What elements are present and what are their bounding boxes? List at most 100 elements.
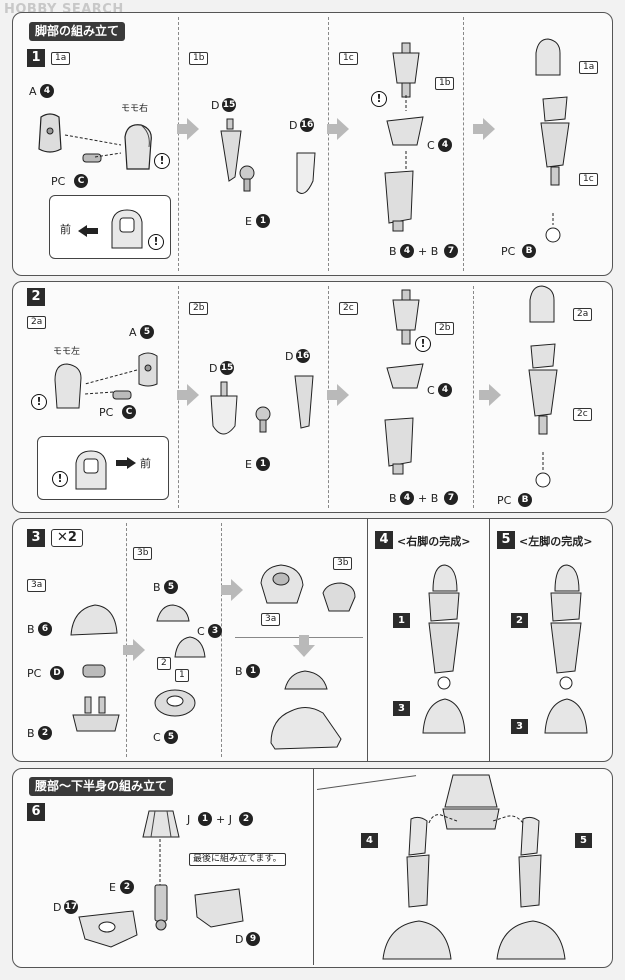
part-label-D16: D [289,119,298,132]
label-front: 前 [60,223,71,236]
hip-part-D17-illustration [78,910,138,948]
ref-D17: 17 [64,900,78,914]
thigh-part-illustration [54,363,82,409]
part-label-D15: D [209,362,218,375]
flow-arrow [221,579,243,601]
part-label-E2: E [109,881,116,894]
label-front: 前 [140,457,151,470]
divider [316,775,417,790]
tag-1b-callout: 1b [435,77,455,90]
plus-label: + J [216,813,232,826]
arrow-right-icon [127,457,136,469]
divider [328,17,329,271]
upper-leg-assembly-illustration [392,289,420,345]
ref-C4: 4 [438,138,452,152]
polycap-D-illustration [82,664,106,678]
caution-icon: ! [31,394,47,410]
armor-part-A4-illustration [38,113,62,153]
ref-J2: 2 [239,812,253,826]
assembly-dashed-line [405,95,407,169]
part-label-B4-B7: B [389,245,397,258]
tag-2b: 2b [189,302,209,315]
tag-2b-callout: 2b [435,322,455,335]
ref-A5: 5 [140,325,154,339]
thigh-front-view [75,450,107,490]
part-label-J1: J [187,813,191,826]
part-label-C3: C [197,625,205,638]
flow-arrow [473,118,495,140]
part-label-E1: E [245,458,252,471]
ref-E1: 1 [256,457,270,471]
ref-A4: 4 [40,84,54,98]
title-left-leg-complete: <左脚の完成> [519,535,593,548]
right-leg-complete-illustration [422,564,466,734]
ankle-base-C5-illustration [154,689,196,717]
ref-B2: 2 [38,726,52,740]
step-number-3: 3 [27,529,45,547]
upper-leg-assembly-illustration [392,42,420,98]
ref-PC-C: C [122,405,136,419]
assembly-dashed-arrows [64,134,122,158]
part-label-B6: B [27,623,35,636]
divider [126,523,127,757]
assembled-leg-illustration [540,96,570,186]
part-label-PC-D: PC [27,667,42,680]
ref-B1: 1 [246,664,260,678]
divider [221,523,222,757]
panel-leg-assembly-left: 2 2a 2b 2c モモ左 ! A 5 PC C ! 前 D 15 [12,281,613,513]
leg-part-D16-illustration [294,375,314,429]
ref-C3: 3 [208,624,222,638]
foot-final-illustration [270,707,342,750]
waist-assembled-illustration [442,774,500,830]
tag-3a-callout: 3a [261,613,281,626]
ref-B4: 4 [400,244,414,258]
ref-B7: 7 [444,491,458,505]
ref-D16: 16 [296,349,310,363]
leg-part-D15-illustration [220,118,242,182]
ankle-cover-B5-illustration [156,604,190,622]
part-label-A: A [29,85,37,98]
tag-2a: 2a [27,316,47,329]
tag-1a: 1a [51,52,71,65]
part-label-B1: B [235,665,243,678]
step-number-2: 2 [27,288,45,306]
ref-PC-C: C [74,174,88,188]
step-number-1: 1 [27,49,45,67]
part-label-C5: C [153,731,161,744]
flow-arrow [123,639,145,661]
front-view-inset: ! 前 [37,436,169,500]
part-label-PC-B: PC [497,494,512,507]
caution-icon: ! [52,471,68,487]
part-label-B4-B7: B [389,492,397,505]
flow-arrow [327,118,349,140]
arrow-left-icon [78,225,87,237]
quantity-x2-badge: ✕2 [51,529,83,547]
caution-icon: ! [148,234,164,250]
label-thigh-right: モモ右 [121,104,149,114]
part-label-D9: D [235,933,244,946]
ref-B4: 4 [400,491,414,505]
ref-PC-B: B [518,493,532,507]
armor-part-A5-illustration [138,352,158,387]
joint-part-E1-illustration [255,406,271,433]
left-leg-complete-illustration [544,564,588,734]
polycap-C-illustration [112,390,132,400]
flow-arrow [177,118,199,140]
lower-leg-B4-B7-illustration [384,170,414,232]
leg-part-D16-illustration [296,152,316,194]
flow-arrow [327,384,349,406]
part-label-A: A [129,326,137,339]
foot-base-B2-illustration [72,696,120,732]
reference-chip-4: 4 [361,833,378,848]
part-label-B5: B [153,581,161,594]
caution-icon: ! [415,336,431,352]
divider [367,519,368,761]
part-label-PC: PC [99,406,114,419]
arrow-right-icon-shaft [116,460,128,466]
polycap-B-illustration [535,452,551,488]
right-leg-attach-illustration [382,814,458,960]
part-label-B2: B [27,727,35,740]
tag-2c-callout: 2c [573,408,592,421]
arrow-left-icon-shaft [86,228,98,234]
knee-part-C4-illustration [386,116,424,146]
